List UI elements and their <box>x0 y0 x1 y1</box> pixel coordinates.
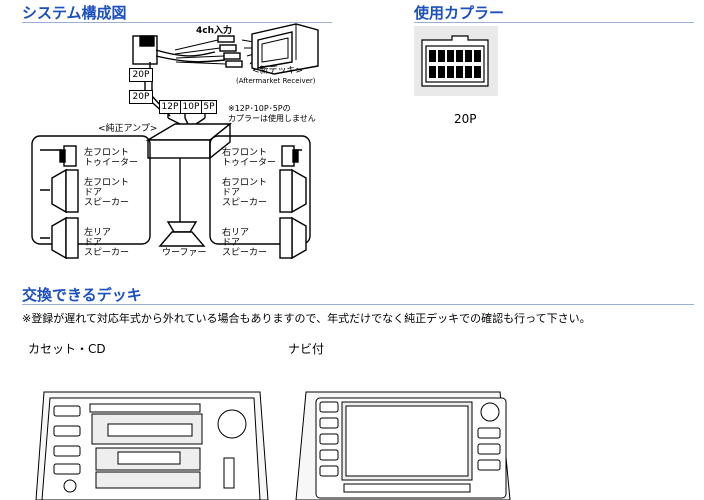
decks-heading: 交換できるデッキ <box>22 286 142 304</box>
coupler-label: 20P <box>454 112 477 126</box>
system-heading: システム構成図 <box>22 4 127 22</box>
front-right-door-label: 右フロント ドア スピーカー <box>222 178 268 208</box>
rear-right-door-label: 右リア ドア スピーカー <box>222 228 268 258</box>
connector-20p-bottom: 20P <box>129 90 153 104</box>
input-label: 4ch入力 <box>196 26 233 36</box>
connector-5p: 5P <box>201 100 217 114</box>
compatibility-notice: ※登録が遅れて対応年式から外れている場合もありますので、年式だけでなく純正デッキ… <box>22 312 591 325</box>
system-heading-rule <box>22 22 332 23</box>
deck-label-cassette-cd: カセット・CD <box>28 342 106 356</box>
coupler-heading-rule <box>414 22 694 23</box>
decks-heading-rule <box>22 304 694 305</box>
rear-left-door-label: 左リア ドア スピーカー <box>84 228 130 258</box>
new-deck-label: <新デッキ> <box>252 66 304 76</box>
deck-label-navi: ナビ付 <box>288 342 325 356</box>
front-left-door-label: 左フロント ドア スピーカー <box>84 178 130 208</box>
new-deck-sub-label: (Aftermarket Receiver) <box>236 77 316 85</box>
amp-label: <純正アンプ> <box>98 124 158 134</box>
unused-connector-note: ※12P･10P･5Pの カプラーは使用しません <box>228 104 316 123</box>
woofer-label: ウーファー <box>162 248 207 258</box>
connector-20p-top: 20P <box>129 68 153 82</box>
connector-12p: 12P <box>159 100 181 114</box>
front-right-tweeter-label: 右フロント トゥイーター <box>222 148 277 168</box>
coupler-heading: 使用カプラー <box>414 4 505 22</box>
front-left-tweeter-label: 左フロント トゥイーター <box>84 148 139 168</box>
